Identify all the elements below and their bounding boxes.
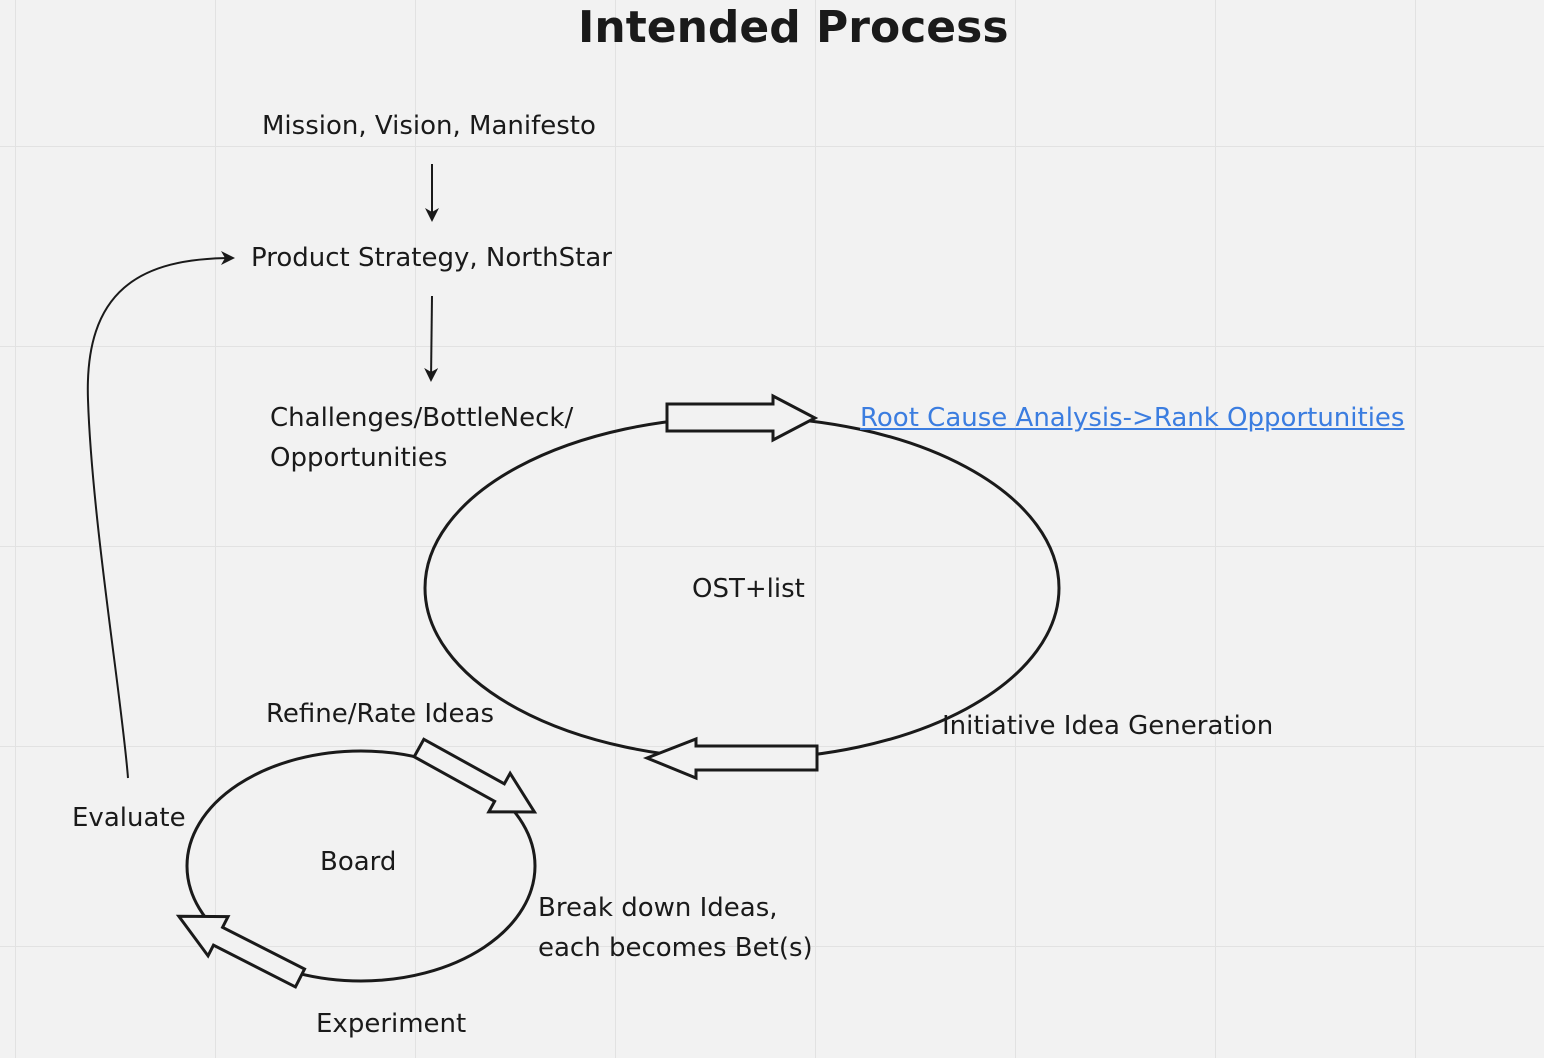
node-challenges-line2[interactable]: Opportunities (270, 443, 448, 473)
node-break-down-line1[interactable]: Break down Ideas, (538, 893, 778, 923)
node-initiative-idea-generation[interactable]: Initiative Idea Generation (942, 711, 1274, 741)
board-arrow-down-right[interactable] (408, 729, 545, 831)
node-board[interactable]: Board (320, 847, 397, 877)
node-ost-list[interactable]: OST+list (692, 574, 805, 604)
node-evaluate[interactable]: Evaluate (72, 803, 186, 833)
node-refine-rate-ideas[interactable]: Refine/Rate Ideas (266, 699, 495, 729)
node-mission[interactable]: Mission, Vision, Manifesto (262, 111, 596, 141)
arrow-strategy-to-challenges[interactable] (424, 295, 439, 382)
root-cause-link[interactable]: Root Cause Analysis->Rank Opportunities (860, 403, 1405, 433)
node-experiment[interactable]: Experiment (316, 1009, 467, 1039)
arrow-evaluate-to-strategy[interactable] (86, 251, 235, 779)
diagram-title: Intended Process (578, 2, 1009, 53)
board-cycle-ellipse[interactable] (185, 749, 537, 983)
board-arrow-up-left[interactable] (169, 897, 310, 998)
cycle-arrow-left[interactable] (642, 736, 819, 781)
cycle-arrow-right[interactable] (665, 393, 819, 443)
node-break-down-line2[interactable]: each becomes Bet(s) (538, 933, 813, 963)
node-product-strategy[interactable]: Product Strategy, NorthStar (251, 243, 612, 273)
node-challenges-line1[interactable]: Challenges/BottleNeck/ (270, 403, 574, 433)
